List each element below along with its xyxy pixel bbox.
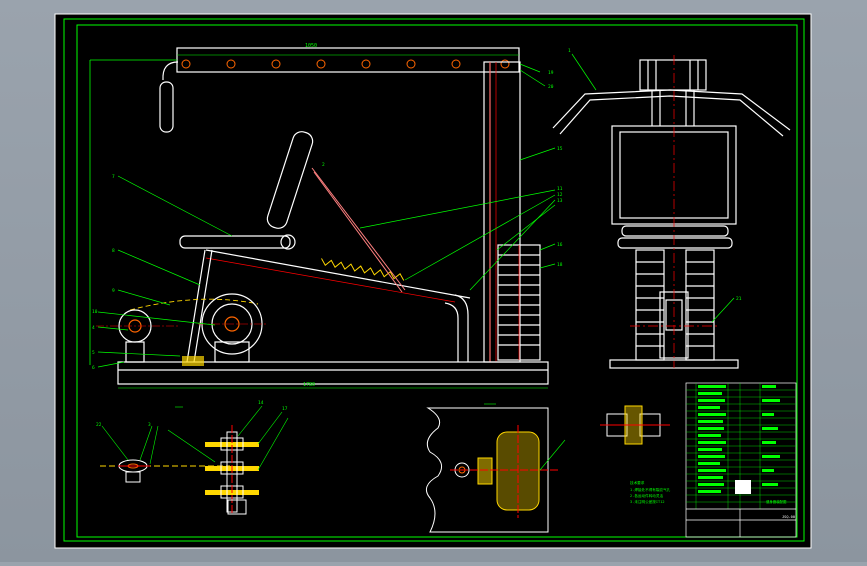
balloon-16: 16 — [557, 242, 563, 248]
dimension-top-span: 1050 — [305, 43, 317, 49]
balloon-14: 14 — [258, 400, 264, 406]
title-block — [685, 382, 797, 538]
balloon-labels: 7 8 9 10 4 5 6 11 12 13 15 16 18 19 20 2 — [92, 70, 563, 371]
balloon-10: 10 — [92, 309, 98, 315]
balloon-13: 13 — [557, 198, 563, 204]
pin-detail — [600, 405, 670, 445]
dimension-base-length: 1780 — [303, 382, 315, 388]
front-view: 1050 — [89, 43, 549, 389]
balloon-6: 6 — [92, 365, 95, 371]
detail-leaders — [101, 405, 289, 471]
balloon-18: 18 — [557, 262, 563, 268]
title-drawing-name: 健身器装配图 — [766, 499, 787, 504]
detail-view-b — [205, 425, 259, 515]
balloon-12: 12 — [557, 192, 563, 198]
balloon-15: 15 — [557, 146, 563, 152]
inner-border — [76, 24, 798, 538]
base-plate — [117, 361, 549, 385]
bench-seat — [179, 235, 291, 249]
balloon-7: 7 — [112, 174, 115, 180]
leader-lines — [97, 63, 556, 368]
side-leaders — [571, 53, 735, 323]
drawing-sheet — [54, 13, 812, 549]
balloon-20: 20 — [548, 84, 554, 90]
balloon-17: 17 — [282, 406, 288, 412]
balloon-1: 1 — [568, 48, 571, 54]
side-view — [552, 55, 791, 369]
balloon-19: 19 — [548, 70, 554, 76]
section-view — [425, 403, 566, 533]
balloon-2: 2 — [322, 162, 325, 168]
detail-balloons: 22 3 14 17 — [96, 400, 288, 428]
balloon-4: 4 — [92, 325, 95, 331]
notes-line-2: 2.各运动件转动灵活 — [630, 493, 663, 498]
title-code: JSQ-00 — [782, 515, 795, 519]
balloon-3: 3 — [148, 422, 151, 428]
notes-heading: 技术要求 — [630, 480, 645, 485]
notes-line-3: 3.未注明公差按IT12 — [630, 499, 665, 504]
back-rest — [266, 131, 314, 229]
balloon-9: 9 — [112, 288, 115, 294]
weight-stack — [497, 244, 541, 361]
notes-line-1: 1.焊接处不得有裂纹气孔 — [630, 487, 671, 492]
balloon-21: 21 — [736, 296, 742, 302]
balloon-5: 5 — [92, 350, 95, 356]
balloon-22: 22 — [96, 422, 102, 428]
spring — [321, 258, 405, 281]
balloon-11: 11 — [557, 186, 563, 192]
balloon-8: 8 — [112, 248, 115, 254]
outer-border — [63, 18, 805, 542]
technical-notes: 技术要求 1.焊接处不得有裂纹气孔 2.各运动件转动灵活 3.未注明公差按IT1… — [630, 480, 671, 504]
